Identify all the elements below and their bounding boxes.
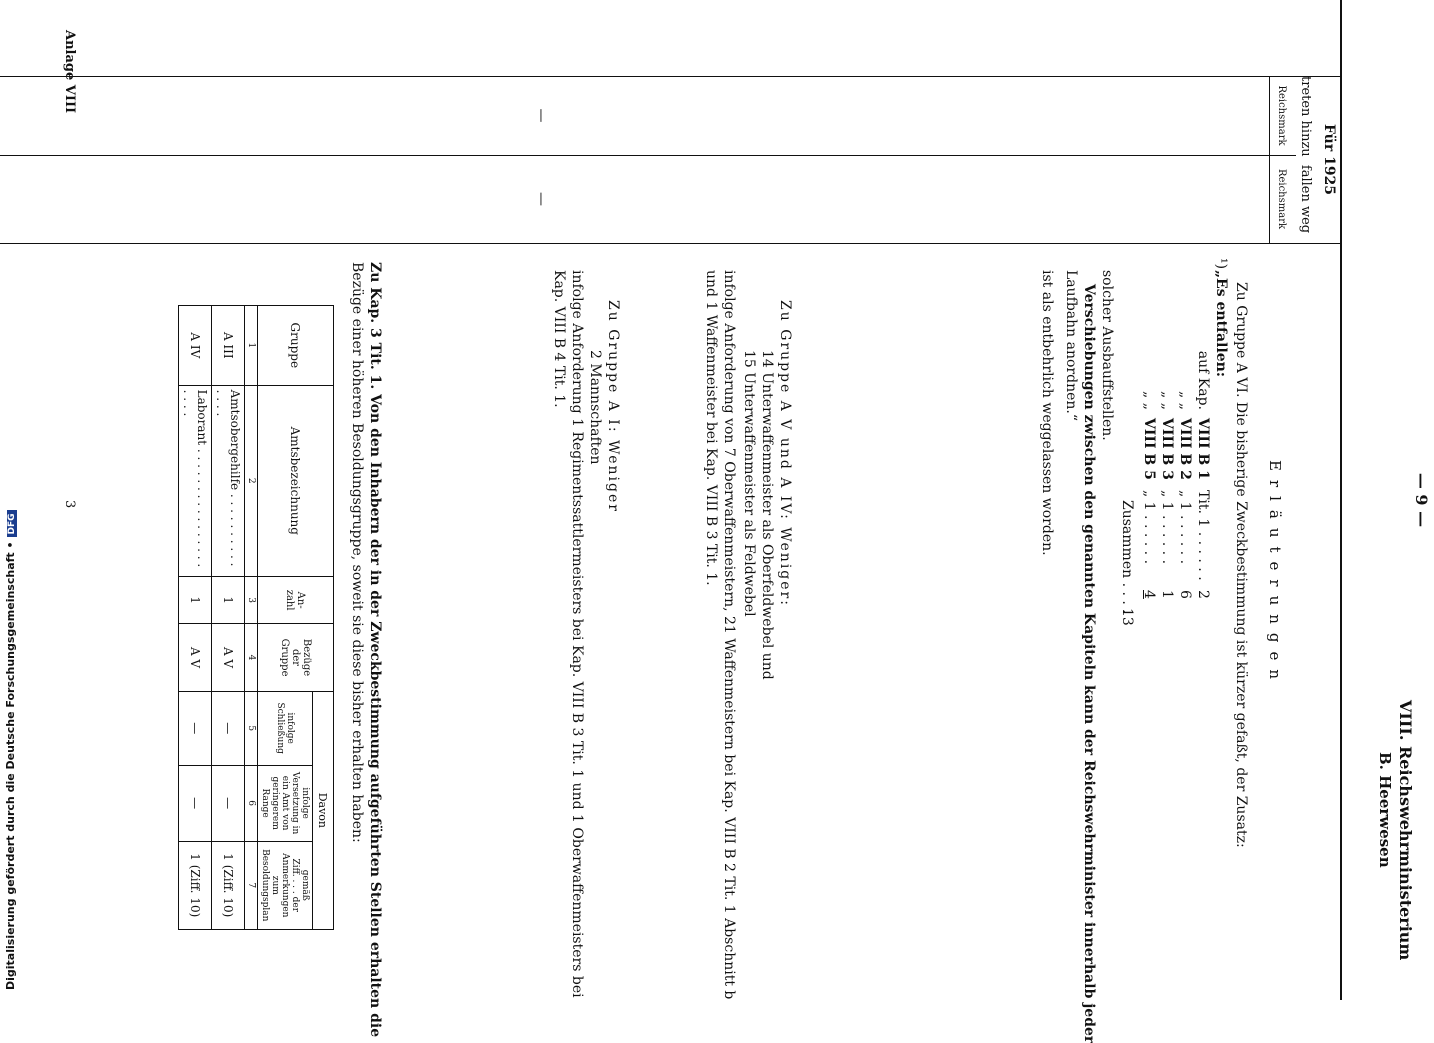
para2-text2: und 1 Waffenmeister bei Kap. VIII B 3 Ti… bbox=[703, 270, 719, 586]
th-versetzung: infolge Versetzung in ein Amt von gering… bbox=[257, 765, 313, 842]
para3-text1: infolge Anforderung 1 Regimentssattlerme… bbox=[569, 270, 585, 998]
ledger-col-add: treten hinzu bbox=[1298, 76, 1313, 157]
col-number: 7 bbox=[244, 841, 258, 930]
para1-line1: solcher Ausbauffstellen. bbox=[1099, 270, 1115, 441]
kap-value: 1 bbox=[1159, 590, 1175, 599]
table-row: A IV Laborant . . . . . . . . . . . . . … bbox=[178, 305, 212, 930]
kap-total-label: Zusammen . . . . bbox=[1119, 500, 1135, 614]
col-number: 6 bbox=[244, 765, 258, 842]
para2-item1: 14 Unterwaffenmeister als Oberfeldwebel … bbox=[759, 350, 775, 680]
kap-value: 6 bbox=[1177, 590, 1193, 599]
dfg-logo: DFG bbox=[7, 510, 17, 538]
para1-line4: ist als entbehrlich weggelassen worden. bbox=[1039, 270, 1055, 556]
para2-heading: Zu Gruppe A V und A IV: Weniger: bbox=[777, 300, 793, 607]
para1-line2: Verschiebungen zwischen den genannten Ka… bbox=[1081, 284, 1097, 1043]
th-gruppe: Gruppe bbox=[257, 305, 334, 386]
kap-tit: „ 1 . . . . . . bbox=[1141, 490, 1157, 565]
col-number: 4 bbox=[244, 623, 258, 692]
kap-prefix: „ „ bbox=[1141, 391, 1157, 410]
anlage-label: Anlage VIII bbox=[62, 30, 77, 114]
kap-ref: VIII B 1 bbox=[1195, 418, 1211, 480]
kap-ref: VIII B 5 bbox=[1141, 418, 1157, 480]
para3-heading: Zu Gruppe A I: Weniger bbox=[605, 300, 621, 513]
cell-amt: Amtsobergehilfe . . . . . . . . . . . . … bbox=[211, 385, 245, 577]
kap-value: 2 bbox=[1195, 590, 1211, 599]
ledger-top-rule bbox=[1340, 0, 1342, 1000]
table-header-row: Gruppe Amtsbezeichnung An- zahl Bezüge d… bbox=[257, 305, 334, 930]
kap-ref: VIII B 3 bbox=[1159, 418, 1175, 480]
para1-intro: „Es entfallen: bbox=[1213, 270, 1229, 378]
ledger-unit-rule bbox=[1269, 76, 1270, 243]
th-davon: Davon bbox=[312, 691, 334, 930]
kap-ref: VIII B 2 bbox=[1177, 418, 1193, 480]
ledger-separator-left bbox=[0, 76, 1342, 77]
para1-footnote-mark: ¹) bbox=[1213, 258, 1229, 270]
kap-prefix: „ „ bbox=[1159, 391, 1175, 410]
para3-item1: 2 Mannschaften bbox=[587, 350, 603, 465]
para3-text2: Kap. VIII B 4 Tit. 1. bbox=[551, 270, 567, 408]
cell-bezuege: A V bbox=[178, 623, 212, 692]
cell-schliessung: — bbox=[178, 691, 212, 766]
ledger-unit-add: Reichsmark bbox=[1276, 85, 1287, 146]
col-number: 2 bbox=[244, 385, 258, 577]
cell-versetzung: — bbox=[211, 765, 245, 842]
erlaeuterungen-heading: Erläuterungen bbox=[1266, 460, 1284, 689]
para4-line2: Bezüge einer höheren Besoldungsgruppe, s… bbox=[349, 262, 365, 843]
cell-schliessung: — bbox=[211, 691, 245, 766]
ledger-year: Für 1925 bbox=[1321, 123, 1337, 196]
section-title: B. Heerwesen bbox=[1376, 752, 1394, 868]
cell-anzahl: 1 bbox=[211, 576, 245, 624]
cell-gemaess: 1 (Ziff. 10) bbox=[178, 841, 212, 930]
ledger-col-remove: fallen weg bbox=[1298, 164, 1313, 234]
col-number: 3 bbox=[244, 576, 258, 624]
para1-line3: Laufbahn anordnen.“ bbox=[1063, 270, 1079, 422]
besoldung-table: Gruppe Amtsbezeichnung An- zahl Bezüge d… bbox=[178, 305, 334, 930]
ledger-separator-right bbox=[0, 243, 1342, 244]
cell-bezuege: A V bbox=[211, 623, 245, 692]
table-row: A III Amtsobergehilfe . . . . . . . . . … bbox=[211, 305, 245, 930]
cell-gruppe: A III bbox=[211, 305, 245, 386]
kap-prefix: „ „ bbox=[1177, 391, 1193, 410]
table-number-row: 1 2 3 4 5 6 7 bbox=[244, 305, 258, 930]
ministry-title: VIII. Reichswehrministerium bbox=[1396, 700, 1415, 961]
digitization-note-text: Digitalisierung gefördert durch die Deut… bbox=[4, 541, 17, 990]
para4-line1: Zu Kap. 3 Tit. 1. Von den Inhabern der i… bbox=[367, 262, 383, 1038]
th-gemaess: gemäß Ziff. . . . der Anmerkungen zum Be… bbox=[257, 841, 313, 930]
kap-tit: „ 1 . . . . . . bbox=[1177, 490, 1193, 565]
th-anzahl: An- zahl bbox=[257, 576, 334, 624]
para2-item2: 15 Unterwaffenmeister als Feldwebel bbox=[741, 350, 757, 617]
th-schliessung: infolge Schließung bbox=[257, 691, 313, 766]
kap-value: 4 bbox=[1141, 590, 1157, 599]
footer-page-number: 3 bbox=[62, 500, 77, 509]
ledger-unit-remove: Reichsmark bbox=[1276, 168, 1287, 230]
ledger-dash-add: — bbox=[533, 108, 549, 123]
kap-prefix: auf Kap. bbox=[1195, 350, 1211, 410]
col-number: 5 bbox=[244, 691, 258, 766]
ledger-dash-remove: — bbox=[533, 192, 549, 206]
th-amt: Amtsbezeichnung bbox=[257, 385, 334, 577]
ledger-separator-mid bbox=[0, 155, 1296, 156]
kap-tit: „ 1 . . . . . . bbox=[1159, 490, 1175, 565]
kap-tit: Tit. 1 . . . . . . bbox=[1195, 490, 1211, 581]
digitization-note: Digitalisierung gefördert durch die Deut… bbox=[4, 510, 17, 990]
kap-total-value: 13 bbox=[1119, 608, 1135, 626]
cell-amt: Laborant . . . . . . . . . . . . . . . .… bbox=[178, 385, 212, 577]
cell-anzahl: 1 bbox=[178, 576, 212, 624]
cell-versetzung: — bbox=[178, 765, 212, 842]
cell-gruppe: A IV bbox=[178, 305, 212, 386]
cell-gemaess: 1 (Ziff. 10) bbox=[211, 841, 245, 930]
page-number: — 9 — bbox=[1412, 472, 1431, 528]
para1-heading: Zu Gruppe A VI. Die bisherige Zweckbesti… bbox=[1233, 282, 1249, 848]
col-number: 1 bbox=[244, 305, 258, 386]
th-bezuege: Bezüge der Gruppe bbox=[257, 623, 334, 692]
para2-text1: infolge Anforderung von 7 Oberwaffenmeis… bbox=[721, 270, 737, 1000]
